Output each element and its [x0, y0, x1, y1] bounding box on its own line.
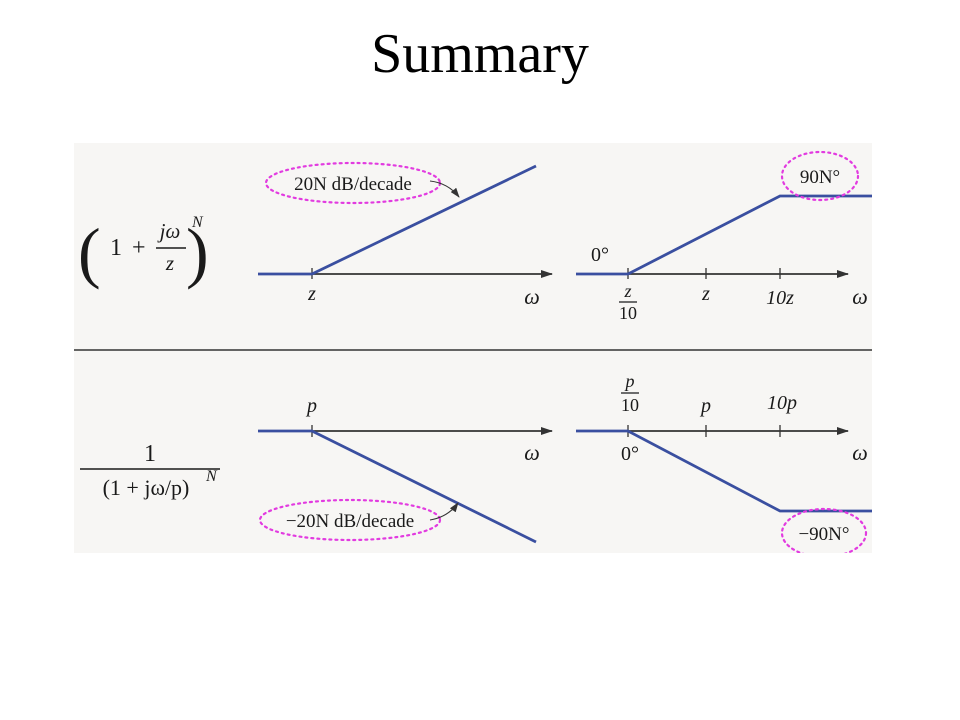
zero-phase-tick-high: 10z: [766, 287, 794, 309]
zero-phase-tick-mid: z: [701, 283, 710, 305]
zero-phase-plot: 0° z 10 z 10z ω 90N°: [576, 150, 872, 323]
pole-phase-tick-low-num: p: [624, 371, 635, 391]
pole-magnitude-corner-tick: p: [305, 395, 317, 417]
pole-magnitude-asymptote: [258, 429, 537, 544]
pole-phase-end-label: −90N°: [798, 524, 849, 545]
pole-slope-label: −20N dB/decade: [286, 511, 414, 532]
pole-factor-denominator: (1 + jω/p): [103, 475, 190, 500]
zero-factor-denominator: z: [165, 251, 174, 275]
zero-magnitude-axis-label: ω: [524, 284, 540, 309]
pole-phase-tick-high: 10p: [767, 392, 797, 414]
pole-factor-exponent: N: [205, 468, 218, 485]
pole-phase-plot: p 10 p 10p ω 0° −90N°: [576, 371, 872, 553]
zero-phase-start-label: 0°: [591, 244, 609, 266]
bode-summary-figure: ( 1 + jω z ) N z ω 20N dB/decade: [74, 143, 872, 553]
zero-magnitude-plot: z ω 20N dB/decade: [258, 161, 553, 309]
zero-phase-end-label: 90N°: [800, 167, 840, 188]
zero-magnitude-corner-tick: z: [307, 283, 316, 305]
pole-factor-numerator: 1: [144, 441, 156, 467]
zero-slope-pointer: [429, 180, 460, 198]
zero-factor-left-paren: (: [78, 214, 101, 290]
slide-title: Summary: [371, 23, 589, 85]
pole-phase-end-highlight: [780, 507, 868, 553]
zero-factor-plus: +: [132, 235, 146, 261]
zero-factor-numerator: jω: [157, 219, 181, 243]
zero-magnitude-asymptote: [258, 164, 537, 276]
pole-slope-highlight: [258, 498, 442, 542]
zero-phase-tick-low-num: z: [623, 281, 631, 301]
pole-magnitude-axis-label: ω: [524, 440, 540, 465]
pole-phase-start-label: 0°: [621, 443, 639, 465]
pole-phase-asymptote: [576, 429, 872, 513]
zero-factor-base: 1: [110, 235, 122, 261]
zero-factor-exponent: N: [191, 214, 204, 231]
zero-phase-asymptote: [576, 194, 872, 276]
zero-factor-expression: ( 1 + jω z ) N: [78, 214, 209, 290]
zero-phase-end-highlight: [780, 150, 860, 202]
pole-phase-axis-label: ω: [852, 440, 868, 465]
pole-slope-pointer: [429, 502, 459, 521]
pole-phase-tick-low-den: 10: [621, 395, 639, 415]
zero-phase-axis-label: ω: [852, 284, 868, 309]
pole-phase-tick-mid: p: [699, 395, 711, 417]
zero-phase-tick-low-den: 10: [619, 303, 637, 323]
pole-magnitude-plot: p ω −20N dB/decade: [258, 395, 553, 544]
zero-factor-right-paren: ): [186, 214, 209, 290]
bode-summary-svg: ( 1 + jω z ) N z ω 20N dB/decade: [74, 150, 872, 553]
pole-factor-expression: 1 (1 + jω/p) N: [80, 441, 220, 500]
zero-slope-label: 20N dB/decade: [294, 174, 412, 195]
